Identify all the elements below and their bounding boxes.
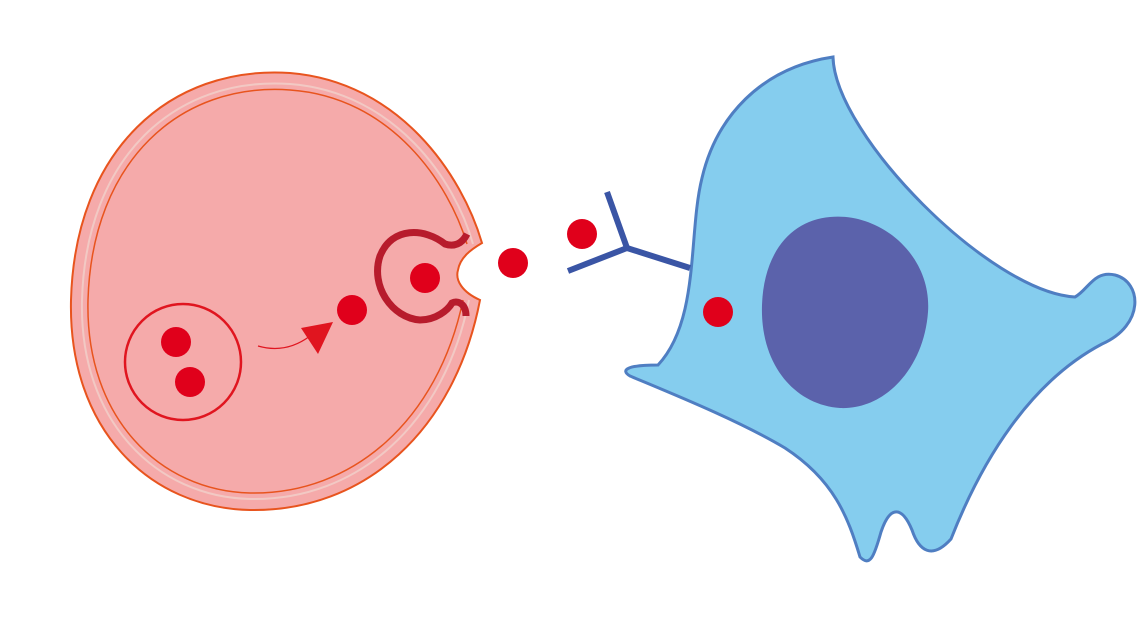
receptor [566, 190, 691, 274]
released-molecule [498, 248, 528, 278]
vesicle-molecule [161, 327, 191, 357]
exocytosis-pocket [374, 229, 471, 324]
receptor-stem [626, 245, 691, 271]
secreting-cell-body [69, 71, 484, 512]
secreting-cell-membrane-line [87, 88, 468, 494]
molecule-in-transit [337, 295, 367, 325]
transport-arrow-head [301, 322, 333, 354]
receptor-arm-upper [604, 190, 630, 250]
exocytosis-molecule [410, 263, 440, 293]
exocytosis-membrane [374, 229, 471, 324]
vesicle [123, 302, 243, 422]
nucleus [761, 216, 929, 409]
transport-arrow-line [257, 335, 311, 349]
secreting-cell [69, 71, 484, 512]
released-molecule [567, 219, 597, 249]
vesicle-membrane [123, 302, 243, 422]
internalized-molecule [703, 297, 733, 327]
transport-arrow [257, 322, 333, 354]
vesicle-molecule [175, 367, 205, 397]
target-cell [624, 55, 1137, 563]
receptor-arm-lower [566, 245, 629, 274]
secreting-cell-inner-membrane [80, 82, 474, 501]
